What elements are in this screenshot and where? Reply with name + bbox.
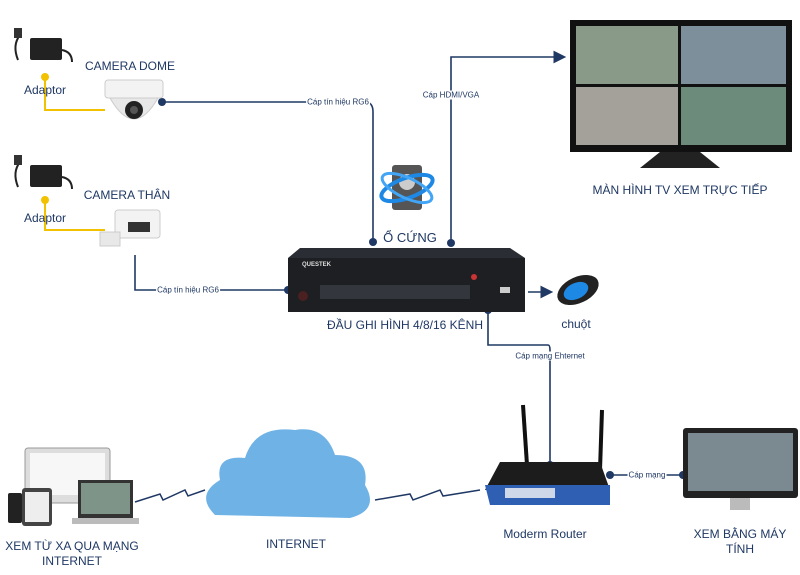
pc-label-line1: XEM BẰNG MÁY [693, 527, 787, 541]
tv-monitor [570, 20, 792, 168]
router-label: Moderm Router [503, 527, 587, 541]
hdmi-cable [450, 50, 567, 243]
adaptor-icon [14, 28, 73, 63]
remote-label-line2: INTERNET [42, 554, 102, 568]
adaptor-icon [14, 155, 73, 190]
bullet-cable-label: Cáp tín hiệu RG6 [156, 285, 220, 295]
wireless-link-right [374, 489, 481, 501]
tv-label: MÀN HÌNH TV XEM TRỰC TIẾP [592, 183, 768, 197]
hard-drive-icon [379, 165, 435, 210]
power-line-2 [41, 196, 105, 231]
mouse-label: chuột [561, 317, 591, 331]
wireless-link-left [134, 489, 206, 503]
ethernet-cable-label: Cáp mạng Ehternet [514, 351, 586, 361]
internet-label: INTERNET [266, 537, 326, 551]
camera-bullet-label: CAMERA THÂN [83, 188, 171, 202]
remote-devices-icon [8, 447, 139, 526]
bullet-camera-icon [99, 209, 161, 247]
adaptor-label: Adaptor [23, 83, 67, 97]
mouse-icon [557, 274, 599, 306]
adaptor-label: Adaptor [23, 211, 67, 225]
dvr-device [288, 248, 525, 312]
dome-cable [162, 101, 374, 240]
power-line-1 [41, 73, 105, 111]
lan-cable-label: Cáp mạng [627, 470, 667, 480]
router-icon [485, 404, 610, 505]
ethernet-cable [487, 310, 551, 465]
camera-dome-label: CAMERA DOME [84, 59, 176, 73]
dvr-brand: QUESTEK [302, 262, 332, 268]
hdd-label: Ổ CỨNG [383, 230, 437, 245]
dvr-label: ĐẦU GHI HÌNH 4/8/16 KÊNH [326, 318, 484, 332]
dome-camera-icon [104, 79, 164, 120]
pc-label-line2: TÍNH [726, 542, 754, 556]
bullet-cable [134, 255, 288, 291]
remote-label-line1: XEM TỪ XA QUA MẠNG [5, 539, 139, 553]
internet-cloud [206, 429, 370, 518]
hdmi-cable-label: Cáp HDMI/VGA [421, 90, 481, 100]
desktop-computer-icon [683, 428, 798, 510]
dome-cable-label: Cáp tín hiệu RG6 [306, 97, 370, 107]
